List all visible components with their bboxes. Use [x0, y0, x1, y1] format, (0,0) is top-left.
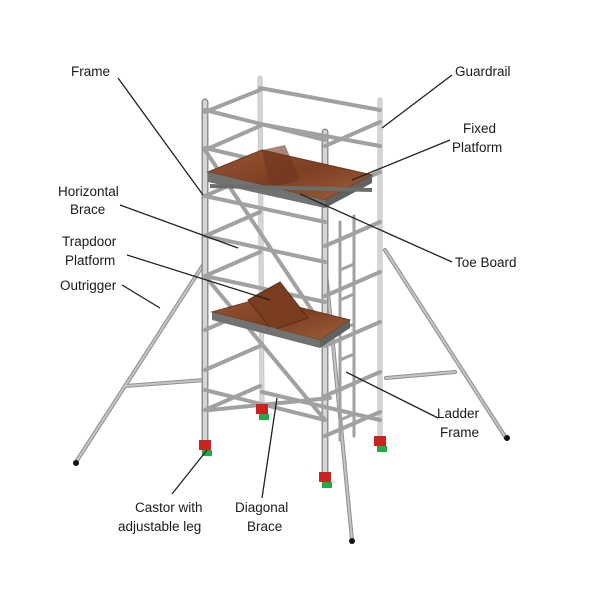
leader-castor [171, 449, 208, 495]
label-guardrail: Guardrail [455, 64, 511, 79]
leader-horizontal-brace [119, 204, 239, 249]
label-fixed-platform-line1: Fixed [463, 121, 496, 136]
guardrails [203, 86, 382, 422]
leader-fixed-platform [351, 139, 451, 181]
label-horizontal-brace-line2: Brace [70, 202, 105, 217]
label-ladder-frame-line2: Frame [440, 425, 479, 440]
label-outrigger: Outrigger [60, 278, 117, 293]
leader-frame [117, 77, 204, 196]
label-diagonal-brace-line2: Brace [247, 519, 282, 534]
label-toe-board: Toe Board [455, 255, 517, 270]
label-ladder-frame-line1: Ladder [437, 406, 480, 421]
outrigger-foot-left [73, 460, 79, 466]
label-trapdoor-platform-line1: Trapdoor [62, 234, 117, 249]
label-horizontal-brace-line1: Horizontal [58, 184, 119, 199]
leader-ladder-frame [345, 371, 439, 419]
leader-guardrail [381, 74, 453, 129]
castors [73, 404, 510, 544]
castor-back-right [374, 436, 387, 452]
trapdoor-platform [210, 281, 352, 348]
castor-front-right [319, 472, 332, 488]
label-castor-line2: adjustable leg [118, 519, 201, 534]
leader-diagonal-brace [261, 397, 278, 499]
outrigger-foot-right [504, 435, 510, 441]
leader-outrigger [121, 284, 161, 309]
leader-lines [117, 74, 453, 499]
label-castor-line1: Castor with [135, 500, 203, 515]
outrigger-foot-front [349, 538, 355, 544]
castor-front-left [199, 440, 212, 456]
label-diagonal-brace-line1: Diagonal [235, 500, 288, 515]
label-trapdoor-platform-line2: Platform [65, 253, 115, 268]
leader-toe-board [299, 193, 453, 263]
label-frame: Frame [71, 64, 110, 79]
labels: Frame Guardrail Fixed Platform Horizonta… [58, 64, 517, 534]
leader-trapdoor-platform [126, 254, 271, 301]
label-fixed-platform-line2: Platform [452, 140, 502, 155]
castor-back-left [256, 404, 269, 420]
scaffold-tower [74, 75, 508, 542]
toe-board [209, 184, 373, 192]
